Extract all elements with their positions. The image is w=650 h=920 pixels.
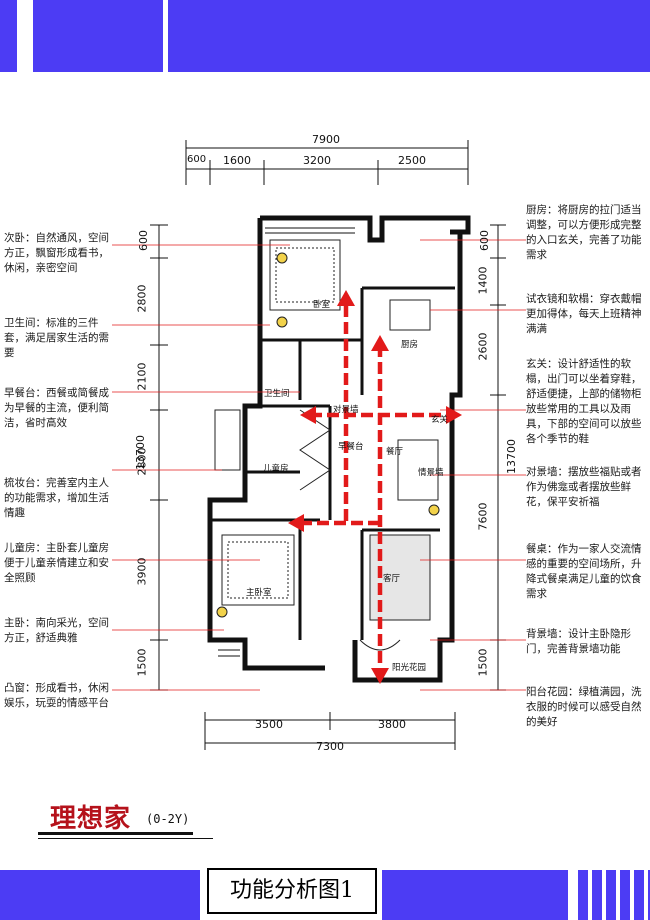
note-master-bedroom: 主卧：南向采光，空间方正，舒适典雅 xyxy=(4,617,109,644)
dim-bottom-part-1: 3500 xyxy=(255,718,283,731)
dim-top-part-3: 3200 xyxy=(303,154,331,167)
dim-left-5: 3900 xyxy=(135,557,149,586)
note-vanity: 梳妆台：完善室内主人的功能需求，增加生活情趣 xyxy=(4,477,109,519)
note-entry: 玄关：设计舒适性的软榻，出门可以坐着穿鞋，舒适便捷，上部的储物柜放些常用的工具以… xyxy=(526,358,642,445)
room-label-balcony: 阳光花园 xyxy=(392,663,427,673)
note-kitchen: 厨房：将厨房的拉门适当调整，可以方便形成完整的入口玄关，完善了功能需求 xyxy=(526,204,642,261)
dim-right-total: 13700 xyxy=(505,439,518,474)
brand-title: 理想家 xyxy=(50,804,132,834)
room-label-bedroom2: 卧室 xyxy=(313,300,331,310)
note-breakfast-bar: 早餐台：西餐或简餐成为早餐的主流，便利简洁，省时高效 xyxy=(4,387,109,429)
footer-stripes xyxy=(578,870,650,920)
brand-subtitle: (0-2Y) xyxy=(146,812,190,826)
footer-title: 功能分析图1 xyxy=(207,868,377,914)
dim-top-part-1: 600 xyxy=(187,154,207,165)
note-bay-window: 凸窗：形成看书，休闲娱乐，玩耍的情感平台 xyxy=(4,682,109,709)
dim-left-4: 2800 xyxy=(135,447,149,476)
footer-band-left xyxy=(0,870,200,920)
note-balcony-garden: 阳台花园：绿植满园，洗衣服的时候可以感受自然的美好 xyxy=(526,686,642,728)
dim-bottom-part-2: 3800 xyxy=(378,718,406,731)
room-label-master: 主卧室 xyxy=(246,588,272,598)
note-feature-wall: 对景墙：摆放些福贴或者作为佛龛或者摆放些鲜花，保平安祈福 xyxy=(526,466,642,508)
dim-right-3: 2600 xyxy=(476,332,490,361)
dim-right-4: 7600 xyxy=(476,502,490,531)
dim-left-2: 2800 xyxy=(135,284,149,313)
note-mirror-couch: 试衣镜和软榻：穿衣戴帽更加得体，每天上班精神满满 xyxy=(526,293,642,335)
header-band-left xyxy=(0,0,17,72)
dim-top-total: 7900 xyxy=(312,133,340,146)
note-background-wall: 背景墙：设计主卧隐形门，完善背景墙功能 xyxy=(526,628,631,655)
room-label-living: 客厅 xyxy=(383,574,401,584)
room-label-wall: 对景墙 xyxy=(333,405,359,415)
room-label-entry: 玄关 xyxy=(431,415,449,425)
brand-underline-thick xyxy=(38,832,193,835)
dim-right-1: 600 xyxy=(478,230,491,251)
dim-top-part-2: 1600 xyxy=(223,154,251,167)
room-label-feature: 情景墙 xyxy=(418,468,444,478)
dim-top-part-4: 2500 xyxy=(398,154,426,167)
note-kids-room: 儿童房：主卧套儿童房便于儿童亲情建立和安全照顾 xyxy=(4,542,109,584)
dim-right-2: 1400 xyxy=(476,266,490,295)
note-secondary-bedroom: 次卧：自然通风，空间方正，飘窗形成看书，休闲，亲密空间 xyxy=(4,232,109,274)
note-bathroom: 卫生间：标准的三件套，满足居家生活的需要 xyxy=(4,317,109,359)
dim-left-3: 2100 xyxy=(135,362,149,391)
room-label-breakfast: 早餐台 xyxy=(338,442,364,452)
footer-band-mid xyxy=(382,870,568,920)
room-label-bath: 卫生间 xyxy=(264,389,290,399)
room-label-kids: 儿童房 xyxy=(263,464,289,474)
room-label-dining: 餐厅 xyxy=(386,447,404,457)
room-label-kitchen: 厨房 xyxy=(401,340,419,350)
dim-left-1: 600 xyxy=(137,230,150,251)
dim-bottom-total: 7300 xyxy=(316,740,344,753)
note-dining-table: 餐桌：作为一家人交流情感的重要的空间场所，升降式餐桌满足儿童的饮食需求 xyxy=(526,543,642,600)
dim-right-5: 1500 xyxy=(476,648,490,677)
header-band-right xyxy=(168,0,650,72)
dim-left-6: 1500 xyxy=(135,648,149,677)
header-band-main xyxy=(33,0,163,72)
brand-underline-thin xyxy=(38,838,213,839)
